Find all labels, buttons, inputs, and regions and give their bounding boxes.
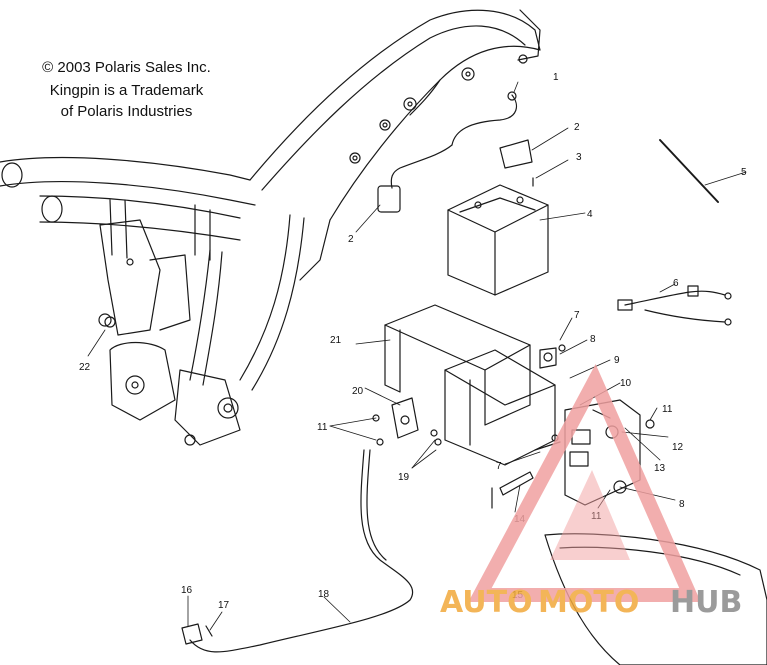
callout-8-lower: 8 (679, 499, 685, 510)
copyright-line-3: of Polaris Industries (60, 103, 193, 120)
callout-13: 13 (654, 463, 666, 474)
frame-down-tubes (189, 214, 305, 391)
callout-labels: 1 2 3 2 4 5 6 7 8 9 10 11 12 13 7 8 11 1… (79, 72, 747, 611)
drain-tube (189, 449, 414, 653)
callout-9: 9 (614, 355, 620, 366)
callout-1: 1 (553, 72, 559, 83)
callout-19: 19 (398, 472, 410, 483)
callout-5: 5 (741, 167, 747, 178)
callout-16: 16 (181, 585, 193, 596)
callout-11-right: 11 (662, 404, 673, 415)
copyright-line-2: Kingpin is a Trademark (49, 82, 204, 99)
battery-vent-tube (659, 139, 719, 203)
leader-lines (87, 81, 747, 631)
callout-22: 22 (79, 362, 91, 373)
engine-mount-bracket (98, 219, 241, 446)
watermark-triangle-logo (468, 364, 701, 602)
callout-12: 12 (672, 442, 684, 453)
callout-3: 3 (576, 152, 582, 163)
watermark-inner-triangle (550, 470, 630, 560)
callout-6: 6 (673, 278, 679, 289)
copyright-line-1: © 2003 Polaris Sales Inc. (42, 59, 211, 76)
frame-cross-tubes (0, 156, 256, 261)
frame-backbone (249, 9, 541, 281)
watermark-hub: HUB (670, 585, 742, 620)
retaining-rod (499, 471, 534, 496)
watermark-auto: AUTO (440, 585, 533, 620)
wiring-harness (617, 285, 732, 326)
callout-17: 17 (218, 600, 230, 611)
clamp-bracket (391, 397, 442, 446)
callout-7-upper: 7 (574, 310, 580, 321)
battery (447, 184, 549, 296)
callout-20: 20 (352, 386, 364, 397)
callout-2-upper: 2 (574, 122, 580, 133)
callout-11-left: 11 (317, 422, 328, 433)
watermark-moto: MOTO (538, 585, 639, 620)
drain-fitting (181, 623, 213, 645)
callout-18: 18 (318, 589, 330, 600)
callout-2-lower: 2 (348, 234, 354, 245)
automotohub-watermark: AUTO MOTO HUB (440, 364, 742, 620)
callout-10: 10 (620, 378, 632, 389)
battery-cable (377, 91, 533, 213)
callout-4: 4 (587, 209, 593, 220)
callout-21: 21 (330, 335, 342, 346)
callout-7-lower: 7 (496, 461, 502, 472)
battery-box (384, 304, 557, 466)
callout-8-upper: 8 (590, 334, 596, 345)
